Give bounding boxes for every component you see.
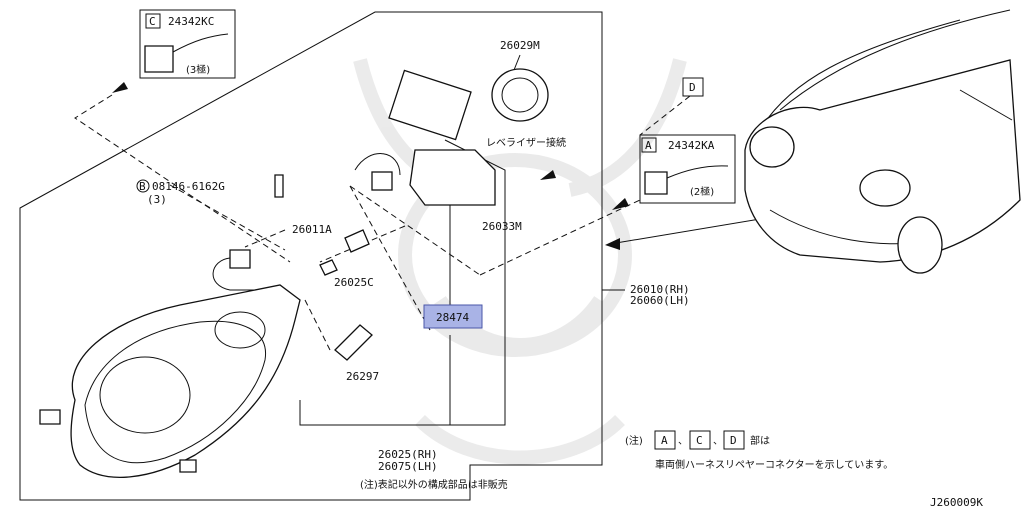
headlamp-assembly [39, 284, 301, 478]
dashed-leaders [74, 94, 691, 351]
svg-text:D: D [689, 81, 696, 94]
legend-d: D [730, 434, 737, 447]
legend-line2: 車両側ハーネスリペヤーコネクターを示しています。 [655, 458, 893, 471]
diagram-id: J260009K [930, 496, 983, 509]
label-bolt-mark: B [139, 180, 146, 193]
car-front-illustration [744, 9, 1021, 274]
label-bolt-qty: (3) [147, 193, 167, 206]
svg-text:、: 、 [678, 436, 688, 447]
legend-prefix: (注) [625, 434, 643, 447]
ref-d-box: D [682, 77, 704, 97]
label-bolt-code: 08146-6162G [152, 180, 225, 193]
part-labels: 26029M レベライザー接続 B 08146-6162G (3) 26011A… [136, 39, 690, 473]
label-26011a: 26011A [292, 223, 332, 236]
small-parts [212, 68, 549, 361]
label-26029m: 26029M [500, 39, 540, 52]
label-28474: 28474 [436, 311, 469, 324]
svg-text:(2極): (2極) [690, 185, 714, 198]
connector-a-box: A 24342KA (2極) [639, 134, 736, 204]
legend-a: A [661, 434, 668, 447]
label-26297: 26297 [346, 370, 379, 383]
label-lamp-rh: 26010(RH) [630, 283, 690, 296]
label-housing-rh: 26025(RH) [378, 448, 438, 461]
svg-text:A: A [645, 139, 652, 152]
label-lamp-lh: 26060(LH) [630, 294, 690, 307]
label-26025c: 26025C [334, 276, 374, 289]
svg-text:(3極): (3極) [186, 63, 210, 76]
label-26033m: 26033M [482, 220, 522, 233]
assembly-frame [19, 11, 603, 501]
label-housing-lh: 26075(LH) [378, 460, 438, 473]
svg-text:、: 、 [713, 436, 723, 447]
notes: (注)表記以外の構成部品は非販売 (注) A 、 C 、 D 部は 車両側ハーネ… [360, 430, 893, 491]
label-28474-highlight [423, 304, 483, 329]
bottom-note: (注)表記以外の構成部品は非販売 [360, 478, 508, 491]
label-leveler-note: レベライザー接続 [486, 136, 566, 149]
svg-text:24342KC: 24342KC [168, 15, 214, 28]
svg-text:C: C [149, 15, 156, 28]
legend-c: C [696, 434, 703, 447]
legend-suffix: 部は [750, 434, 770, 447]
svg-text:24342KA: 24342KA [668, 139, 715, 152]
connector-c-box: C 24342KC (3極) [139, 9, 236, 79]
